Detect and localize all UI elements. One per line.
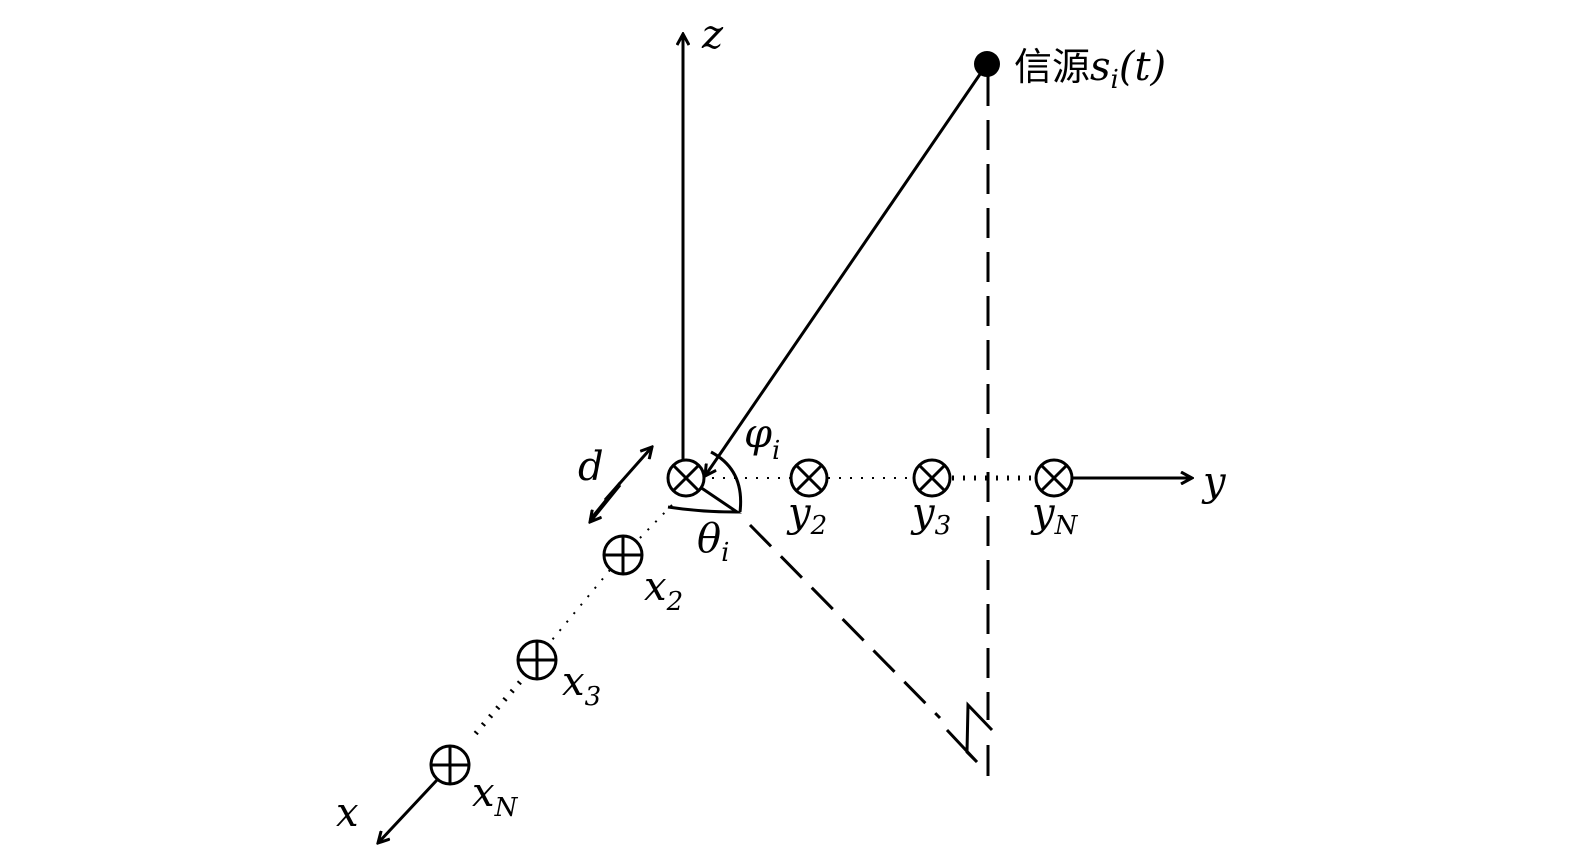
theta-angle-arc	[667, 485, 742, 514]
x-axis	[378, 778, 439, 843]
y-element-3	[912, 458, 952, 498]
y-axis-label: y	[1201, 459, 1227, 505]
phi-label: φi	[744, 411, 780, 466]
z-axis-label: z	[701, 12, 724, 58]
y-element-label: yN	[1030, 490, 1079, 541]
origin-element	[666, 458, 706, 498]
y-element-label: y2	[786, 490, 827, 541]
x-element-label: x3	[562, 659, 601, 712]
incident-ray	[705, 63, 989, 476]
spacing-label: d	[578, 444, 604, 490]
spacing-arrow-tail	[590, 484, 622, 522]
break-mark	[945, 701, 994, 764]
source-point	[974, 51, 1000, 77]
y-element-label: y3	[910, 490, 951, 541]
x-array-dotted-line	[637, 504, 673, 541]
spacing-arrow-head	[603, 447, 652, 501]
ground-projection-line	[748, 523, 942, 720]
x-element-3	[516, 639, 558, 681]
y-element-2	[789, 458, 829, 498]
x-element-label: x2	[644, 564, 683, 617]
phi-angle-arc	[710, 450, 743, 513]
x-element-label: xN	[472, 770, 519, 823]
y-element-n	[1034, 458, 1074, 498]
source-label: 信源si(t)	[1014, 44, 1166, 95]
x-element-n	[429, 744, 471, 786]
x-axis-label: x	[336, 790, 359, 836]
x-array-ellipsis	[468, 680, 522, 742]
x-array-dotted-line	[551, 569, 611, 641]
x-element-2	[602, 534, 644, 576]
theta-label: θi	[697, 516, 729, 568]
